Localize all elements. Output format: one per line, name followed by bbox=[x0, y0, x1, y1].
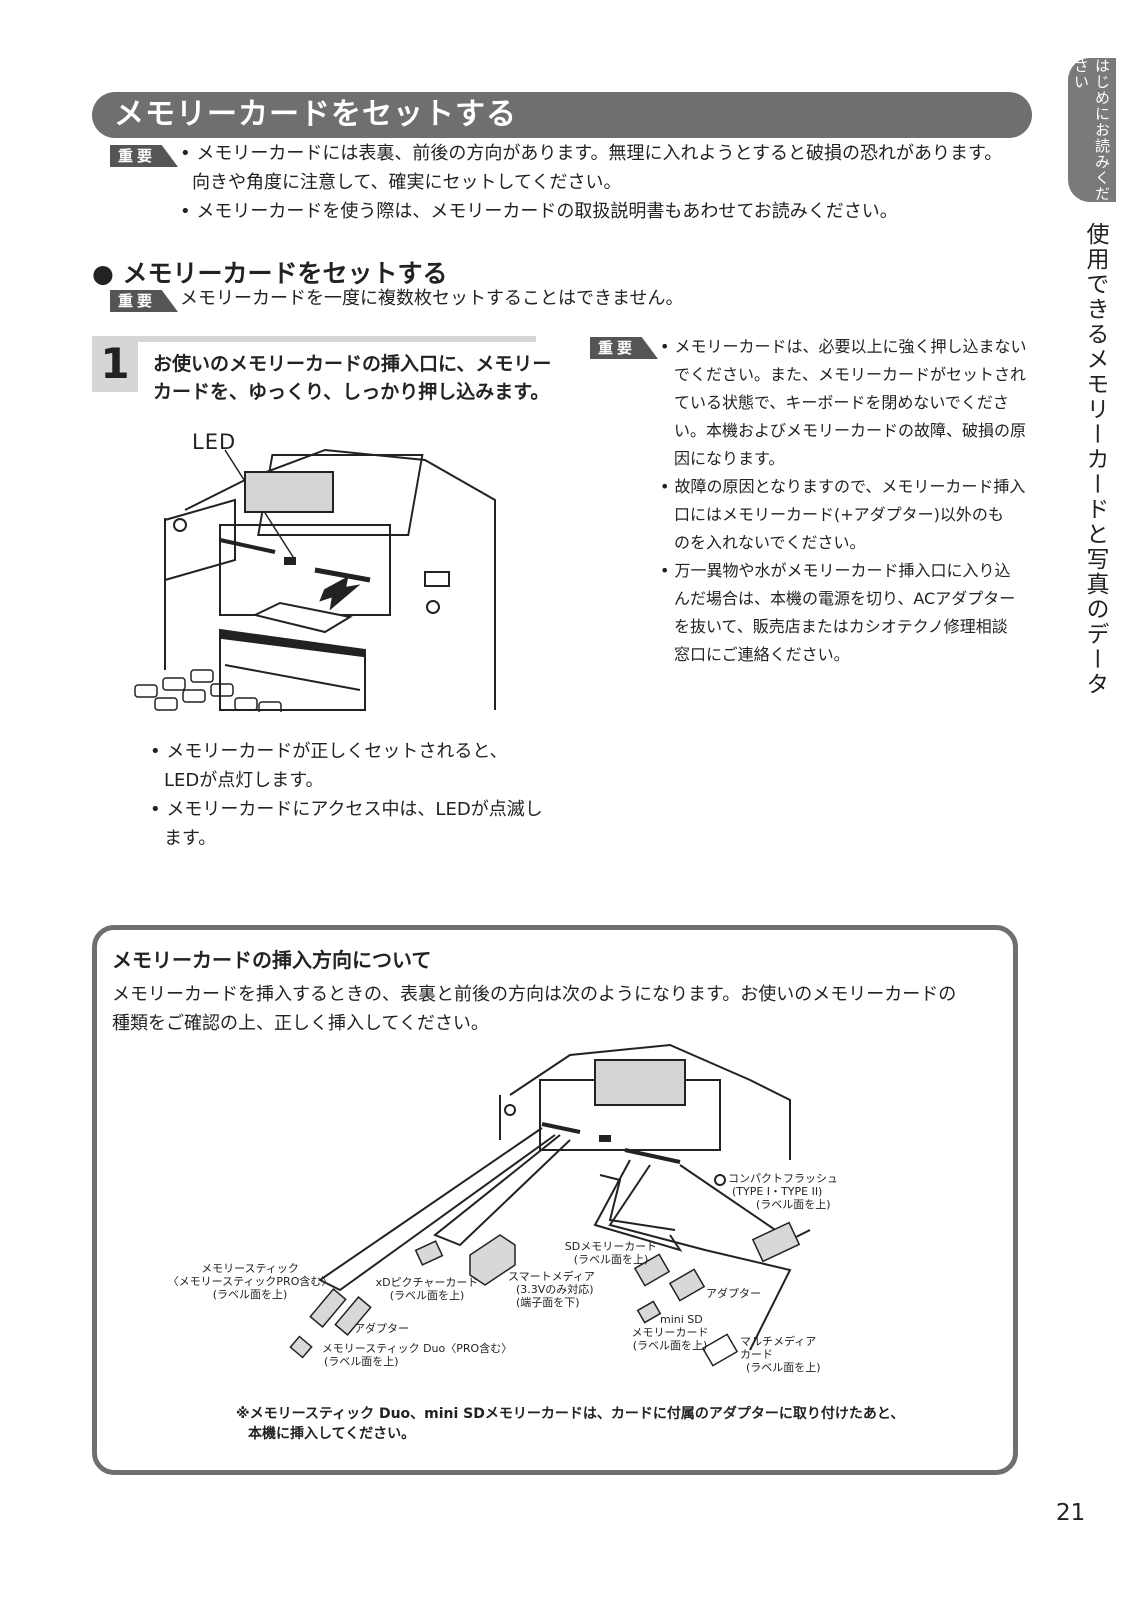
label-mmc-1: マルチメディア bbox=[740, 1335, 817, 1348]
important-right-line: んだ場合は、本機の電源を切り、ACアダプター bbox=[674, 589, 1016, 608]
important-right-line: • メモリーカードは、必要以上に強く押し込まない bbox=[660, 337, 1027, 356]
card-diagram bbox=[289, 1043, 811, 1367]
important-line-3: • メモリーカードを使う際は、メモリーカードの取扱説明書もあわせてお読みください… bbox=[180, 201, 898, 222]
section-title-bar: メモリーカードをセットする bbox=[92, 92, 1032, 138]
label-minisd: mini SD メモリーカード (ラベル面を上) bbox=[620, 1313, 720, 1352]
label-xd: xDピクチャーカード (ラベル面を上) bbox=[372, 1276, 482, 1302]
important-right-line: • 故障の原因となりますので、メモリーカード挿入 bbox=[660, 477, 1026, 496]
label-sd-2: (ラベル面を上) bbox=[573, 1253, 649, 1266]
page-number: 21 bbox=[1056, 1500, 1086, 1526]
info-note-line-2: 本機に挿入してください。 bbox=[248, 1426, 416, 1442]
important-right-line: い。本機およびメモリーカードの故障、破損の原 bbox=[674, 421, 1027, 440]
important-badge: 重要 bbox=[110, 145, 179, 167]
important-sub-text: メモリーカードを一度に複数枚セットすることはできません。 bbox=[180, 288, 684, 309]
label-cf: コンパクトフラッシュ (TYPE I・TYPE II) (ラベル面を上) bbox=[728, 1172, 838, 1211]
important-right-line: でください。また、メモリーカードがセットされ bbox=[674, 365, 1027, 384]
important-right-list: • メモリーカードは、必要以上に強く押し込まない でください。また、メモリーカー… bbox=[660, 333, 1030, 669]
important-right-line: を抜いて、販売店またはカシオテクノ修理相談 bbox=[674, 617, 1008, 636]
device-illustration bbox=[125, 448, 496, 718]
label-cf-1: コンパクトフラッシュ bbox=[728, 1172, 838, 1185]
important-line-2: 向きや角度に注意して、確実にセットしてください。 bbox=[192, 172, 622, 193]
important-right-line: 因になります。 bbox=[674, 449, 785, 468]
label-cf-2: (TYPE I・TYPE II) bbox=[732, 1185, 823, 1198]
label-minisd-3: (ラベル面を上) bbox=[632, 1339, 708, 1352]
step-divider bbox=[138, 336, 536, 342]
important-line-1: • メモリーカードには表裏、前後の方向があります。無理に入れようとすると破損の恐… bbox=[180, 143, 1003, 164]
label-cf-3: (ラベル面を上) bbox=[756, 1198, 831, 1211]
led-note-1: • メモリーカードが正しくセットされると、 bbox=[150, 741, 508, 762]
label-sd-1: SDメモリーカード bbox=[564, 1240, 658, 1253]
label-adapter-ms: アダプター bbox=[354, 1322, 409, 1335]
led-label: LED bbox=[192, 430, 237, 454]
label-duo: メモリースティック Duo〈PRO含む〉 (ラベル面を上) bbox=[312, 1342, 522, 1368]
important-right-line: のを入れないでください。 bbox=[674, 533, 866, 552]
chapter-tab-label: はじめにお読みください bbox=[1072, 58, 1111, 202]
important-right-line: ている状態で、キーボードを閉めないでくださ bbox=[674, 393, 1009, 412]
step-instruction: お使いのメモリーカードの挿入口に、メモリー カードを、ゆっくり、しっかり押し込み… bbox=[153, 350, 551, 406]
info-body-line-1: メモリーカードを挿入するときの、表裏と前後の方向は次のようになります。お使いのメ… bbox=[112, 984, 957, 1005]
info-title: メモリーカードの挿入方向について bbox=[112, 948, 432, 972]
label-duo-1: メモリースティック Duo〈PRO含む〉 bbox=[321, 1342, 513, 1355]
info-box bbox=[92, 925, 1018, 1475]
subheading: ● メモリーカードをセットする bbox=[92, 259, 448, 288]
label-sm-2: (3.3Vのみ対応) bbox=[516, 1283, 594, 1296]
label-ms-3: (ラベル面を上) bbox=[212, 1288, 288, 1301]
label-mmc: マルチメディア カード (ラベル面を上) bbox=[740, 1335, 821, 1374]
led-note-2: LEDが点灯します。 bbox=[164, 770, 324, 791]
important-right-line: • 万一異物や水がメモリーカード挿入口に入り込 bbox=[660, 561, 1011, 580]
step-number: 1 bbox=[92, 336, 138, 392]
label-sm: スマートメディア (3.3Vのみ対応) (端子面を下) bbox=[508, 1270, 595, 1309]
important-badge-sub: 重要 bbox=[110, 290, 179, 312]
label-duo-2: (ラベル面を上) bbox=[324, 1355, 399, 1368]
label-minisd-1: mini SD bbox=[660, 1313, 703, 1326]
led-note-4: ます。 bbox=[164, 828, 217, 849]
label-ms-1: メモリースティック bbox=[201, 1262, 299, 1275]
led-note-3: • メモリーカードにアクセス中は、LEDが点滅し bbox=[150, 799, 543, 820]
chapter-tab[interactable]: はじめにお読みください bbox=[1068, 58, 1116, 202]
label-ms: メモリースティック 〈メモリースティックPRO含む〉 (ラベル面を上) bbox=[160, 1262, 340, 1301]
important-right-line: 窓口にご連絡ください。 bbox=[674, 645, 850, 664]
important-badge-right: 重要 bbox=[590, 337, 659, 359]
label-minisd-2: メモリーカード bbox=[631, 1326, 709, 1339]
info-body: メモリーカードを挿入するときの、表裏と前後の方向は次のようになります。お使いのメ… bbox=[112, 980, 1002, 1038]
label-sm-3: (端子面を下) bbox=[516, 1296, 580, 1309]
label-xd-2: (ラベル面を上) bbox=[389, 1289, 465, 1302]
important-right-line: 口にはメモリーカード(+アダプター)以外のも bbox=[674, 505, 1004, 524]
info-note-line-1: ※メモリースティック Duo、mini SDメモリーカードは、カードに付属のアダ… bbox=[236, 1406, 905, 1422]
section-vertical-title: 使用できるメモリーカードと写真のデータ bbox=[1082, 222, 1108, 697]
label-sm-1: スマートメディア bbox=[508, 1270, 595, 1283]
step-line-2: カードを、ゆっくり、しっかり押し込みます。 bbox=[153, 381, 550, 403]
label-xd-1: xDピクチャーカード bbox=[375, 1276, 479, 1289]
label-sd: SDメモリーカード (ラベル面を上) bbox=[556, 1240, 666, 1266]
label-ms-2: 〈メモリースティックPRO含む〉 bbox=[167, 1275, 333, 1288]
info-note: ※メモリースティック Duo、mini SDメモリーカードは、カードに付属のアダ… bbox=[236, 1404, 904, 1444]
label-mmc-3: (ラベル面を上) bbox=[746, 1361, 821, 1374]
label-mmc-2: カード bbox=[740, 1348, 773, 1361]
label-adapter-sd: アダプター bbox=[706, 1287, 761, 1300]
info-body-line-2: 種類をご確認の上、正しく挿入してください。 bbox=[112, 1013, 489, 1034]
step-line-1: お使いのメモリーカードの挿入口に、メモリー bbox=[153, 353, 552, 375]
